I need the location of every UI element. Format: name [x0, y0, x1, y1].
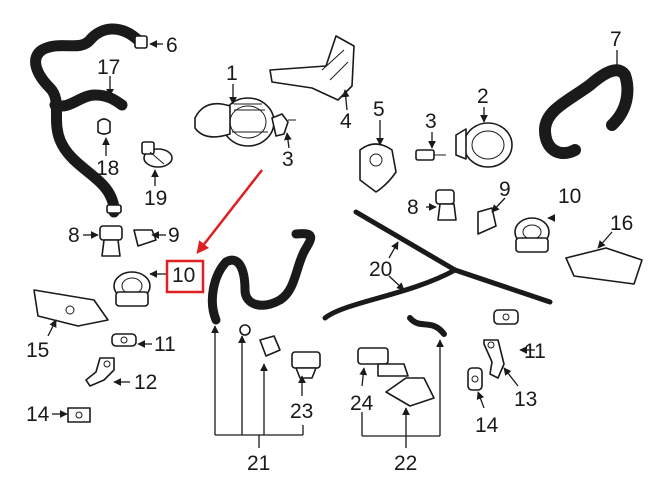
- callout-18: 18: [96, 157, 119, 180]
- valve-8-right: [435, 189, 457, 221]
- callout-12: 12: [134, 371, 157, 394]
- callout-6: 6: [166, 34, 178, 57]
- gasket-11-left: [111, 333, 137, 347]
- coolant-hose-upper-left: [30, 23, 148, 218]
- callout-3-left: 3: [282, 148, 294, 171]
- callout-7: 7: [610, 28, 622, 51]
- callout-labels: 6 17 18 19 1 3 4 5 3 2 7 8 9 10 15 11 12…: [26, 28, 633, 475]
- sensor-9-left: [133, 229, 157, 247]
- sensor-9-right: [477, 207, 497, 235]
- hose-7: [539, 64, 634, 160]
- pipe-12: [85, 357, 115, 387]
- sensor-3-left: [271, 113, 296, 137]
- callout-8-left: 8: [68, 224, 80, 247]
- callout-10-left: 10: [172, 264, 195, 287]
- callout-9-left: 9: [168, 224, 180, 247]
- gasket-11-right: [493, 309, 519, 325]
- callout-20: 20: [369, 258, 392, 281]
- egr-valve-10-left: [113, 271, 151, 307]
- callout-17: 17: [97, 56, 120, 79]
- bracket-15: [33, 289, 109, 327]
- callout-9-right: 9: [499, 178, 511, 201]
- hose-17: [49, 89, 128, 112]
- pipe-21-assembly: [207, 229, 316, 357]
- gasket-14-right: [467, 367, 483, 391]
- bracket-16: [565, 247, 643, 285]
- callout-19: 19: [144, 187, 167, 210]
- valve-23: [291, 351, 321, 379]
- highlight-arrow: [196, 169, 263, 254]
- pipe-20: [322, 209, 553, 321]
- callout-11-right: 11: [524, 340, 546, 363]
- valve-8-left: [99, 225, 123, 257]
- pump-2: [455, 122, 513, 168]
- bracket-5: [359, 143, 397, 193]
- callout-14-left: 14: [26, 403, 50, 426]
- valve-24: [357, 347, 409, 377]
- pipe-13: [483, 339, 505, 379]
- callout-5: 5: [373, 98, 385, 121]
- bracket-22: [385, 377, 435, 407]
- gasket-14-left: [67, 407, 91, 423]
- callout-13: 13: [514, 388, 537, 411]
- callout-10-right: 10: [558, 185, 581, 208]
- air-pump-1: [194, 97, 275, 147]
- callout-8-right: 8: [407, 196, 419, 219]
- sensor-3-right: [415, 149, 446, 161]
- egr-valve-10-right: [514, 217, 550, 253]
- sensor-19: [141, 141, 173, 168]
- highlight-box: [165, 259, 205, 294]
- callout-3-right: 3: [425, 110, 437, 133]
- callout-21: 21: [247, 452, 270, 475]
- highlight-marker: [165, 169, 263, 294]
- callout-2: 2: [477, 85, 489, 108]
- callout-23: 23: [290, 400, 313, 423]
- callout-14-right: 14: [475, 414, 499, 437]
- callout-1: 1: [226, 62, 238, 85]
- callout-11-left: 11: [154, 333, 176, 356]
- callout-22: 22: [394, 452, 417, 475]
- callout-4: 4: [340, 110, 352, 133]
- tube-22-upper: [407, 315, 447, 337]
- leader-lines: [47, 40, 621, 448]
- callout-15: 15: [26, 339, 49, 362]
- bracket-4: [269, 35, 355, 101]
- callout-16: 16: [610, 212, 633, 235]
- callout-24: 24: [350, 392, 374, 415]
- clip-18: [97, 118, 111, 135]
